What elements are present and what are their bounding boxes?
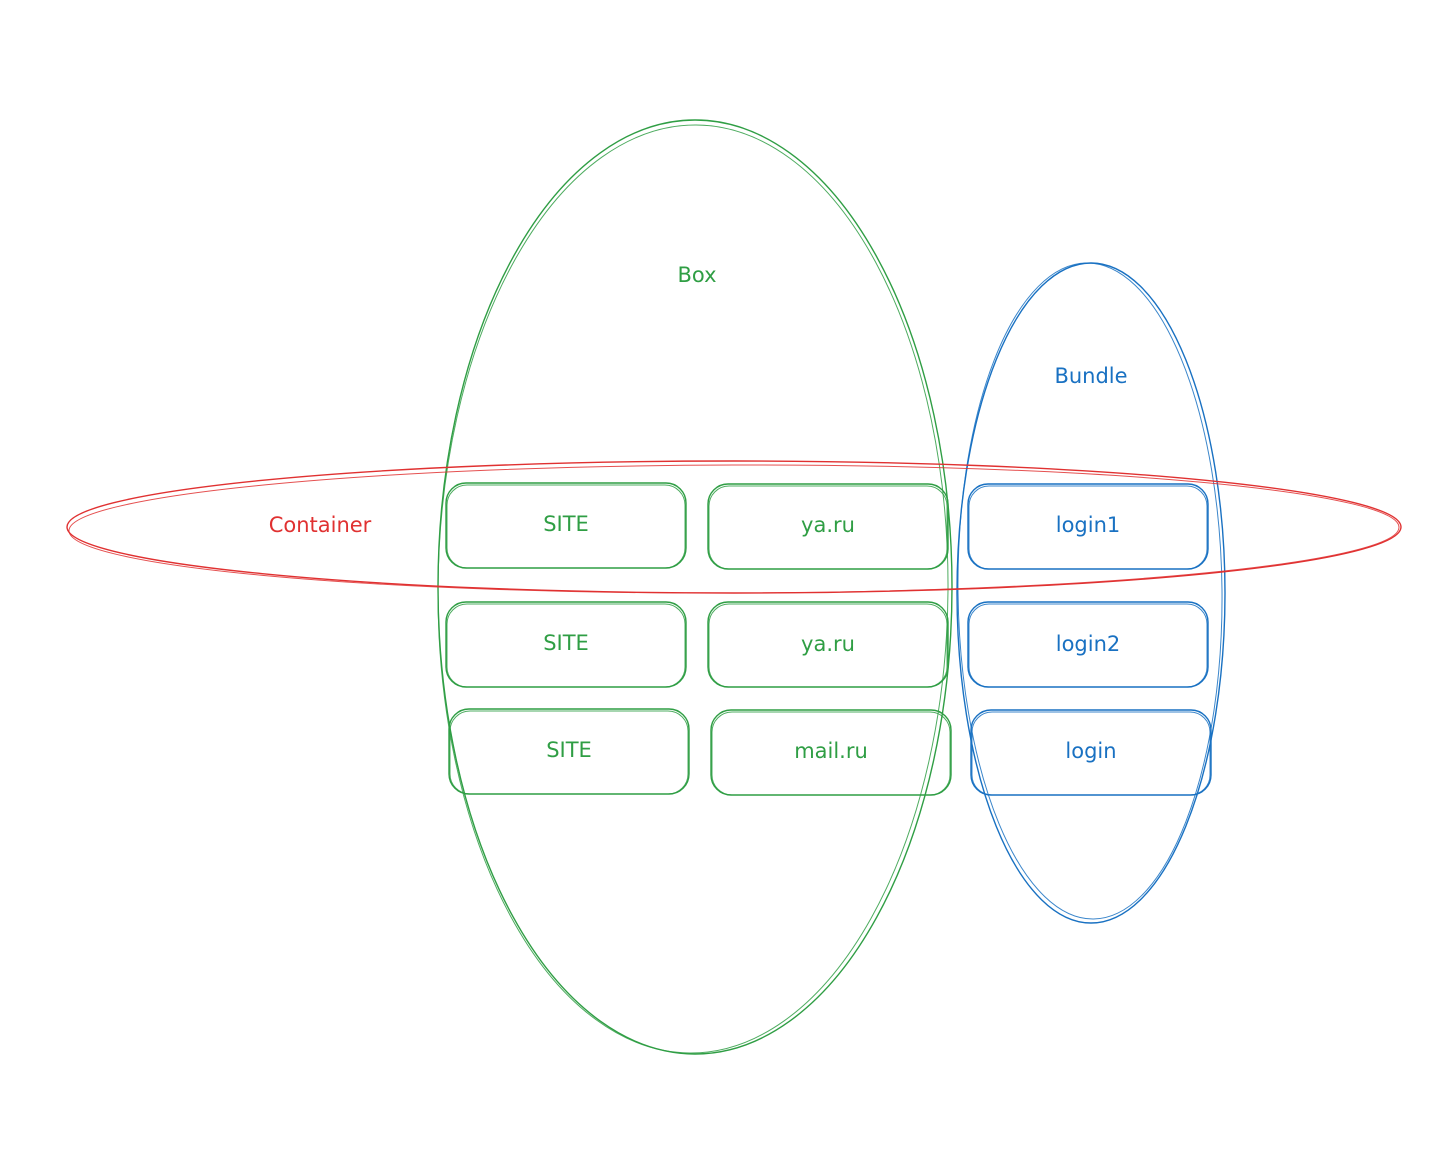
domain-card-1-sketch (708, 485, 948, 570)
login-label-1: login1 (1056, 513, 1121, 537)
site-label-2: SITE (543, 631, 589, 655)
container-label: Container (269, 513, 372, 537)
row-3: SITE mail.ru login (448, 708, 1212, 796)
bundle-ellipse-sketch (957, 262, 1223, 920)
login-card-2-sketch (968, 603, 1208, 688)
container-ellipse-sketch (68, 464, 1400, 594)
container-group: Container (66, 460, 1402, 594)
login-label-3: login (1065, 739, 1116, 763)
row-1: SITE ya.ru login1 (445, 482, 1209, 570)
site-card-1-sketch (446, 484, 686, 569)
site-card-3-sketch (449, 710, 689, 795)
bundle-group: Bundle (956, 262, 1226, 924)
box-label: Box (677, 263, 716, 287)
row-2: SITE ya.ru login2 (445, 601, 1209, 688)
domain-label-1: ya.ru (801, 513, 855, 537)
domain-label-2: ya.ru (801, 632, 855, 656)
site-label-1: SITE (543, 512, 589, 536)
login-card-1-sketch (968, 485, 1208, 570)
domain-card-3-sketch (711, 711, 951, 796)
domain-label-3: mail.ru (794, 739, 868, 763)
login-label-2: login2 (1056, 632, 1121, 656)
bundle-label: Bundle (1054, 364, 1127, 388)
box-group: Box (437, 119, 953, 1055)
login-card-3-sketch (971, 711, 1211, 796)
site-card-2-sketch (446, 603, 686, 688)
domain-card-2-sketch (708, 603, 948, 688)
site-label-3: SITE (546, 738, 592, 762)
